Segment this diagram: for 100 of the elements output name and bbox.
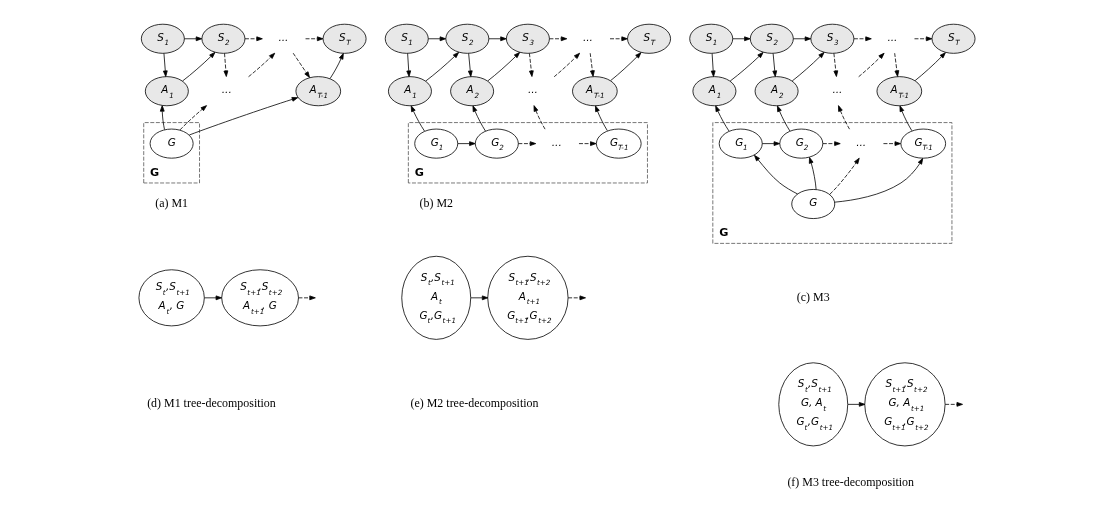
arrow bbox=[204, 295, 222, 301]
arrow bbox=[406, 53, 412, 77]
node-text: ... bbox=[887, 30, 898, 43]
arrow bbox=[188, 97, 299, 136]
node-ellipse: A$_{T-1}$ bbox=[572, 76, 618, 107]
label: (b) M2 bbox=[419, 195, 453, 210]
node-ellipse: S$_{2}$ bbox=[749, 23, 794, 54]
node-ellipse: A$_{1}$ bbox=[692, 76, 737, 107]
node-ellipse: G$_{T-1}$ bbox=[596, 128, 642, 159]
arrow bbox=[248, 52, 276, 78]
arrow bbox=[298, 295, 316, 301]
arrow bbox=[729, 52, 764, 82]
arrow bbox=[182, 52, 216, 82]
arrow bbox=[754, 154, 798, 195]
arrow bbox=[710, 53, 716, 77]
node-text: ... bbox=[527, 83, 538, 96]
arrow bbox=[292, 52, 310, 78]
node-ellipse: S$_{t}$,S$_{t+1}$ A$_{t}$ G$_{t}$,G$_{t+1}$ bbox=[401, 255, 472, 340]
arrow bbox=[470, 295, 489, 301]
arrow bbox=[853, 36, 872, 42]
arrow bbox=[894, 52, 900, 77]
arrow bbox=[847, 402, 866, 407]
arrow bbox=[791, 52, 825, 82]
node-ellipse: G bbox=[149, 128, 194, 159]
arrow bbox=[858, 52, 885, 78]
node-ellipse: G$_{2}$ bbox=[474, 128, 519, 159]
arrow bbox=[772, 53, 778, 77]
arrow bbox=[578, 141, 597, 146]
label: (a) M1 bbox=[155, 195, 189, 210]
node-text: ... bbox=[278, 30, 289, 43]
node-ellipse: S$_{T}$ bbox=[931, 23, 976, 54]
node-ellipse: A$_{T-1}$ bbox=[876, 76, 923, 107]
arrow bbox=[944, 402, 963, 407]
node-text: ... bbox=[856, 135, 867, 148]
node-ellipse: S$_{1}$ bbox=[384, 23, 429, 54]
arrow bbox=[467, 53, 473, 77]
node-ellipse: G$_{1}$ bbox=[718, 128, 763, 159]
arrow bbox=[223, 53, 229, 77]
arrow bbox=[883, 141, 901, 146]
arrow bbox=[834, 158, 924, 203]
arrow bbox=[833, 53, 839, 77]
arrow bbox=[179, 105, 207, 131]
node-ellipse: S$_{3}$ bbox=[810, 23, 855, 54]
arrow bbox=[457, 141, 476, 146]
arrow bbox=[792, 36, 812, 42]
node-text: ... bbox=[582, 30, 593, 43]
arrow bbox=[549, 36, 568, 42]
arrow bbox=[529, 53, 534, 77]
label: (d) M1 tree-decomposition bbox=[147, 396, 276, 411]
arrow bbox=[184, 36, 203, 42]
node-ellipse: S$_{t}$,S$_{t+1}$ A$_{t}$, G bbox=[138, 269, 205, 327]
arrow bbox=[162, 53, 168, 77]
node-ellipse: S$_{1}$ bbox=[689, 23, 734, 54]
arrow bbox=[567, 295, 586, 301]
arrow bbox=[715, 105, 730, 132]
arrow bbox=[761, 141, 781, 146]
arrow bbox=[329, 53, 344, 79]
label: (c) M3 bbox=[796, 289, 830, 304]
arrow bbox=[914, 52, 946, 81]
node-ellipse: S$_{t+1}$,S$_{t+2}$ A$_{t+1}$, G bbox=[221, 269, 299, 327]
label: (f) M3 tree-decomposition bbox=[787, 475, 915, 490]
node-ellipse: S$_{2}$ bbox=[445, 23, 490, 54]
arrow bbox=[610, 52, 642, 81]
arrow bbox=[305, 36, 324, 42]
arrow bbox=[244, 36, 263, 42]
node-ellipse: S$_{t}$,S$_{t+1}$ G, A$_{t}$ G$_{t}$,G$_{t+1}$ bbox=[778, 362, 849, 447]
arrow bbox=[732, 36, 751, 42]
arrow bbox=[899, 105, 913, 132]
arrow bbox=[488, 36, 507, 42]
node-ellipse: A$_{1}$ bbox=[144, 76, 189, 107]
node-ellipse: S$_{3}$ bbox=[506, 23, 550, 54]
arrow bbox=[487, 52, 521, 82]
node-ellipse: A$_{T-1}$ bbox=[295, 76, 342, 107]
node-ellipse: A$_{2}$ bbox=[754, 76, 799, 107]
node-ellipse: S$_{T}$ bbox=[627, 23, 671, 54]
label: (e) M2 tree-decomposition bbox=[410, 396, 539, 411]
arrow bbox=[609, 36, 628, 42]
arrow bbox=[427, 36, 447, 42]
arrow bbox=[822, 141, 841, 146]
arrow bbox=[914, 36, 933, 42]
arrow bbox=[777, 105, 791, 132]
node-text: ... bbox=[832, 83, 843, 96]
node-ellipse: S$_{2}$ bbox=[201, 23, 246, 54]
node-ellipse: A$_{1}$ bbox=[388, 76, 432, 107]
node-circle: S$_{t+1}$,S$_{t+2}$ G, A$_{t+1}$ G$_{t+1}$,G$_{t+2}$ bbox=[864, 362, 946, 447]
node-text: ... bbox=[551, 135, 562, 148]
arrow bbox=[595, 105, 608, 132]
node-text: ... bbox=[221, 83, 232, 96]
arrow bbox=[838, 105, 850, 130]
arrow bbox=[808, 157, 817, 190]
arrow bbox=[589, 52, 595, 77]
arrow bbox=[829, 157, 860, 195]
node-ellipse: A$_{2}$ bbox=[450, 76, 495, 107]
arrow bbox=[159, 105, 165, 130]
node-ellipse: G$_{1}$ bbox=[414, 128, 459, 159]
node-ellipse: S$_{1}$ bbox=[140, 23, 185, 54]
node-ellipse: G$_{2}$ bbox=[779, 128, 824, 159]
arrow bbox=[410, 105, 425, 132]
arrow bbox=[425, 52, 460, 82]
node-ellipse: G$_{T-1}$ bbox=[900, 128, 946, 159]
